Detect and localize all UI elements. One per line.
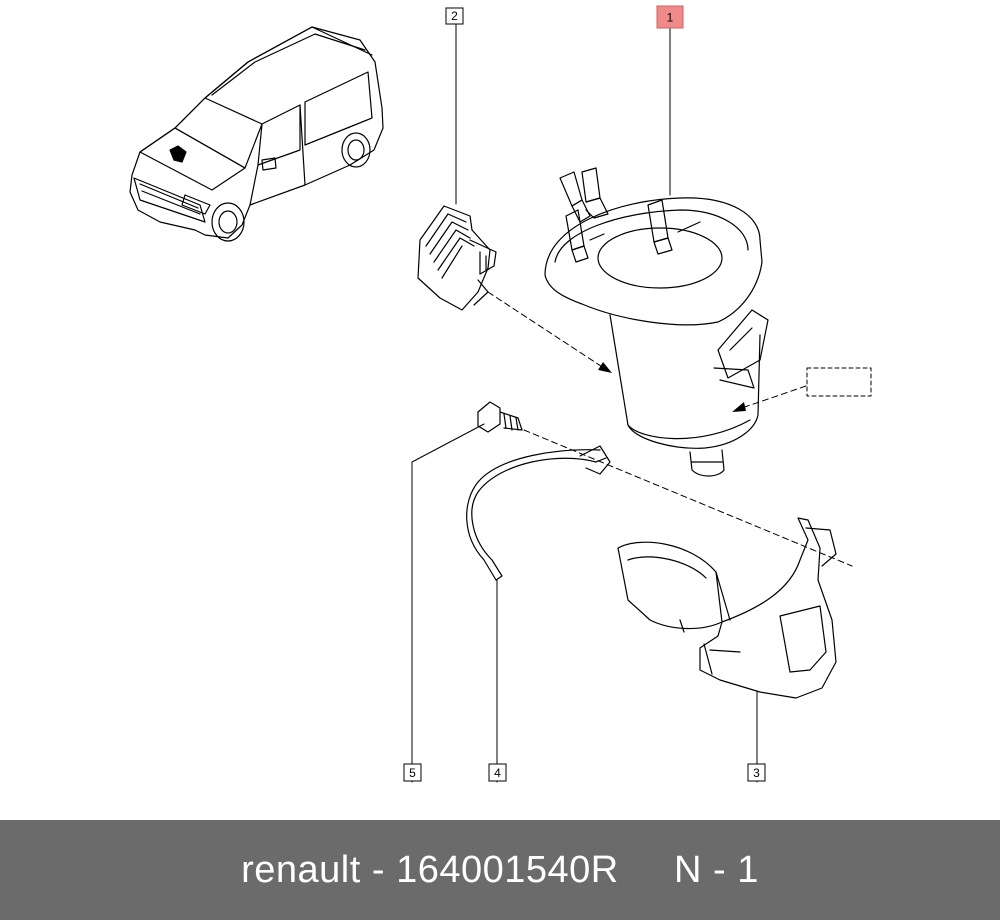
van-locator-icon (129, 26, 384, 242)
exploded-parts-diagram: 2 1 3 4 5 (129, 5, 872, 783)
footer-part-number: 164001540R (396, 848, 619, 891)
assembly-lines (487, 291, 853, 567)
part-4-clamp-band (466, 445, 611, 581)
footer-separator: - (360, 848, 397, 891)
part-5-bolt (477, 401, 523, 433)
part-1-fuel-filter (544, 167, 769, 477)
svg-text:4: 4 (494, 766, 501, 780)
callout-1[interactable]: 1 (656, 5, 684, 29)
svg-text:3: 3 (753, 766, 760, 780)
svg-text:5: 5 (409, 766, 416, 780)
leader-lines (411, 23, 758, 783)
callout-5[interactable]: 5 (403, 763, 422, 782)
part-3-bracket (617, 517, 837, 699)
reference-box (806, 367, 872, 397)
callout-3[interactable]: 3 (747, 763, 766, 782)
svg-text:1: 1 (667, 11, 674, 25)
footer-gap (619, 849, 674, 891)
arrowheads (598, 362, 746, 412)
footer-caption: renault - 164001540R N - 1 (241, 849, 759, 892)
footer-ref: N - 1 (674, 848, 759, 891)
callout-2[interactable]: 2 (445, 7, 464, 25)
svg-text:2: 2 (451, 9, 458, 23)
callout-4[interactable]: 4 (488, 763, 507, 782)
footer-bar: renault - 164001540R N - 1 (0, 820, 1000, 920)
part-2-sensor (417, 205, 497, 311)
footer-brand: renault (241, 848, 361, 891)
